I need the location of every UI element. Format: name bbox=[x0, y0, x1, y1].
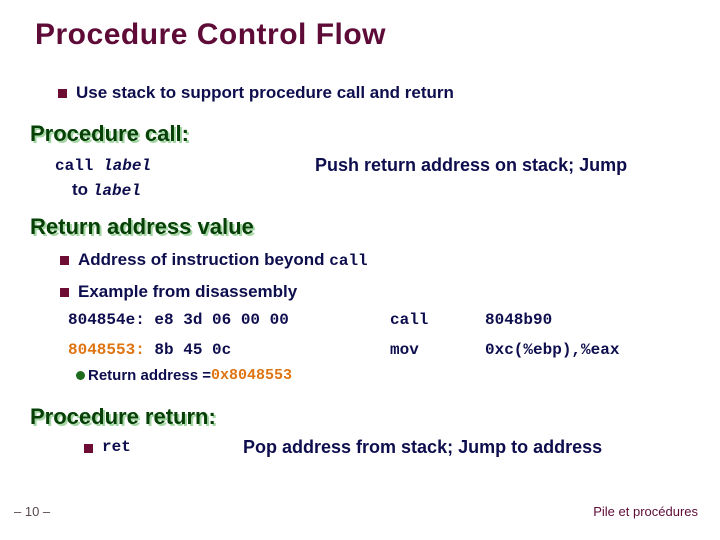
call-description: Push return address on stack; Jump bbox=[315, 155, 628, 175]
disasm-address-bytes: 804854e: e8 3d 06 00 00 bbox=[68, 311, 289, 329]
ret-code: ret bbox=[102, 438, 131, 456]
call-operand: label bbox=[103, 157, 152, 175]
disasm-mnemonic: call bbox=[390, 311, 429, 329]
highlighted-address: 8048553: bbox=[68, 341, 145, 359]
disasm-address-bytes: 8048553: 8b 45 0c bbox=[68, 341, 232, 359]
procedure-return-heading: Procedure return: bbox=[30, 404, 216, 429]
page-title: Procedure Control Flow bbox=[35, 18, 387, 51]
bullet-2-text: Example from disassembly bbox=[78, 282, 298, 301]
page-number: – 10 – bbox=[14, 504, 51, 519]
to-word: to bbox=[72, 180, 89, 199]
dot-bullet-icon bbox=[76, 371, 85, 380]
bullet-1-code: call bbox=[329, 252, 368, 270]
disassembly-row: 8048553: 8b 45 0c mov 0xc(%ebp),%eax bbox=[68, 341, 668, 363]
to-operand: label bbox=[92, 182, 141, 200]
sub-bullet-value: 0x8048553 bbox=[210, 367, 292, 384]
disasm-operand: 8048b90 bbox=[485, 311, 553, 329]
course-name: Pile et procédures bbox=[593, 504, 698, 519]
disassembly-row: 804854e: e8 3d 06 00 00 call 8048b90 bbox=[68, 311, 668, 333]
square-bullet-icon bbox=[84, 444, 93, 453]
return-address-sub-bullet: Return address = 0x8048553 bbox=[76, 367, 292, 384]
call-code-line: call label bbox=[55, 157, 151, 175]
return-description: Pop address from stack; Jump to address bbox=[243, 437, 603, 457]
square-bullet-icon bbox=[58, 89, 67, 98]
return-address-bullet-1: Address of instruction beyond call bbox=[60, 250, 368, 270]
return-address-heading: Return address value bbox=[30, 214, 254, 239]
disasm-mnemonic: mov bbox=[390, 341, 419, 359]
call-keyword: call bbox=[55, 157, 94, 175]
disasm-operand: 0xc(%ebp),%eax bbox=[485, 341, 620, 359]
ret-bullet-row: ret bbox=[84, 438, 131, 456]
intro-bullet-text: Use stack to support procedure call and … bbox=[76, 83, 454, 102]
intro-bullet-row: Use stack to support procedure call and … bbox=[58, 83, 454, 103]
return-address-bullet-2: Example from disassembly bbox=[60, 282, 297, 302]
bullet-1-content: Address of instruction beyond call bbox=[78, 250, 368, 270]
square-bullet-icon bbox=[60, 256, 69, 265]
sub-bullet-label: Return address = bbox=[88, 367, 211, 384]
bullet-1-text: Address of instruction beyond bbox=[78, 250, 330, 269]
call-code-line-2: to label bbox=[72, 180, 141, 200]
procedure-call-heading: Procedure call: bbox=[30, 121, 189, 146]
square-bullet-icon bbox=[60, 288, 69, 297]
